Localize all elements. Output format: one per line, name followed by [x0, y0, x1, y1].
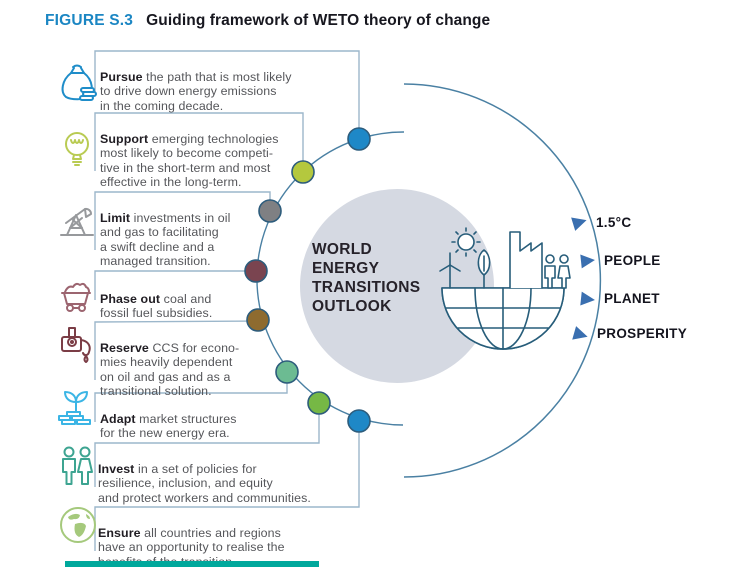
item-support-lead: Support	[100, 131, 149, 146]
connector-reserve	[94, 320, 259, 380]
dot-adapt	[275, 360, 299, 384]
connector-pursue	[94, 50, 360, 139]
outcome-1-5c: 1.5°C	[596, 215, 632, 230]
weto-wordmark: WORLD ENERGY TRANSITIONS OUTLOOK	[312, 240, 420, 316]
outcome-arrows	[571, 217, 595, 340]
figure-label: FIGURE S.3	[45, 12, 134, 29]
sun-rays	[451, 227, 481, 257]
weto-line-2: ENERGY	[312, 260, 380, 277]
outcome-people: PEOPLE	[604, 253, 661, 268]
item-ensure: Ensure all countries and regions have an…	[98, 511, 285, 567]
globe-icon	[60, 507, 96, 543]
dot-limit	[258, 199, 282, 223]
item-invest-text: in a set of policies for resilience, inc…	[98, 461, 311, 505]
item-adapt: Adapt market structures for the new ener…	[100, 397, 237, 441]
item-limit-lead: Limit	[100, 210, 131, 225]
connector-phase-out	[94, 270, 256, 300]
coins-sprout-icon	[58, 391, 91, 425]
arrow-people-icon	[580, 254, 595, 269]
connector-support	[94, 112, 304, 172]
item-phase-out: Phase out coal and fossil fuel subsidies…	[100, 277, 212, 321]
item-pursue-text: the path that is most likely to drive do…	[100, 69, 292, 113]
outcome-prosperity: PROSPERITY	[597, 326, 688, 341]
item-reserve: Reserve CCS for econo- mies heavily depe…	[100, 326, 239, 399]
item-pursue-lead: Pursue	[100, 69, 143, 84]
item-pursue: Pursue the path that is most likely to d…	[100, 55, 292, 113]
people-icon	[62, 446, 93, 485]
oil-pump-icon	[60, 207, 94, 236]
theory-dots	[244, 127, 371, 433]
item-reserve-text: CCS for econo- mies heavily dependent on…	[100, 340, 240, 399]
item-support: Support emerging technologies most likel…	[100, 117, 279, 190]
sun-icon	[457, 233, 475, 251]
item-phase-out-text: coal and fossil fuel subsidies.	[100, 291, 213, 321]
item-invest-lead: Invest	[98, 461, 135, 476]
factory-icon	[509, 231, 543, 289]
money-bag-icon	[61, 64, 97, 101]
item-support-text: emerging technologies most likely to bec…	[100, 131, 279, 190]
item-adapt-lead: Adapt	[100, 411, 136, 426]
item-ensure-text: all countries and regions have an opport…	[98, 525, 285, 567]
people-icons	[544, 254, 571, 289]
dot-ensure	[347, 409, 371, 433]
item-invest: Invest in a set of policies for resilien…	[98, 447, 311, 505]
outcome-planet: PLANET	[604, 291, 660, 306]
dot-support	[291, 160, 315, 184]
dot-reserve	[246, 308, 270, 332]
wind-turbine-icon	[439, 252, 461, 289]
oil-can-icon	[61, 327, 91, 363]
outer-arc	[403, 83, 602, 478]
lightbulb-icon	[65, 132, 89, 166]
item-ensure-lead: Ensure	[98, 525, 141, 540]
weto-line-4: OUTLOOK	[312, 298, 392, 315]
figure-header: FIGURE S.3 Guiding framework of WETO the…	[45, 12, 490, 30]
item-limit-text: investments in oil and gas to facilitati…	[100, 210, 231, 269]
footer-accent-bar	[65, 561, 319, 567]
weto-line-1: WORLD	[312, 241, 373, 258]
arrow-1-5c-icon	[571, 217, 587, 231]
leaf-icon	[477, 249, 491, 289]
dot-phase-out	[244, 259, 268, 283]
arrow-planet-icon	[580, 291, 595, 306]
center-circle	[300, 189, 494, 383]
connector-invest	[94, 403, 320, 487]
dot-invest	[307, 391, 331, 415]
weto-line-3: TRANSITIONS	[312, 279, 421, 296]
mine-cart-icon	[61, 282, 91, 312]
item-limit: Limit investments in oil and gas to faci…	[100, 196, 231, 269]
figure-title: Guiding framework of WETO theory of chan…	[146, 12, 491, 29]
item-phase-out-lead: Phase out	[100, 291, 161, 306]
item-adapt-text: market structures for the new energy era…	[100, 411, 237, 441]
globe-scene-illustration	[439, 227, 571, 350]
item-reserve-lead: Reserve	[100, 340, 149, 355]
arrow-prosperity-icon	[572, 326, 588, 340]
dot-pursue	[347, 127, 371, 151]
